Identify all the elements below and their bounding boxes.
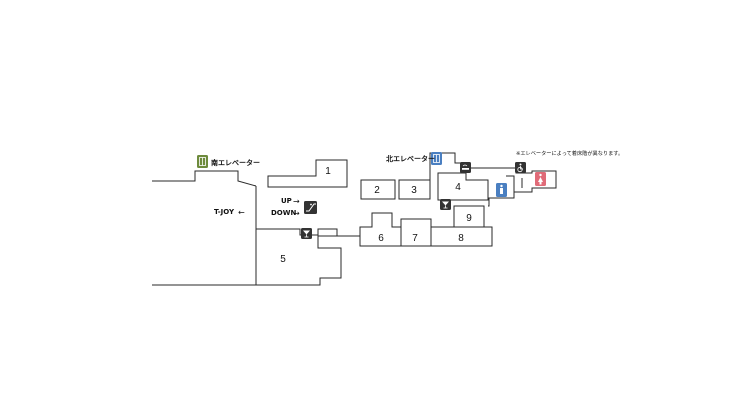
room-5-number: 5 xyxy=(280,254,286,265)
down-label: DOWN xyxy=(271,209,296,217)
elevator-icon[interactable] xyxy=(197,155,208,168)
room-2-number: 2 xyxy=(374,185,380,196)
wheelchair-icon[interactable] xyxy=(515,162,526,173)
room-7-number: 7 xyxy=(412,233,418,244)
room-3-number: 3 xyxy=(411,185,417,196)
room-5[interactable] xyxy=(255,228,342,286)
room-6[interactable] xyxy=(359,212,402,247)
room-4-number: 4 xyxy=(455,182,461,193)
room-8-number: 8 xyxy=(458,233,464,244)
tjoy-label: T-JOY xyxy=(214,208,235,216)
room-4[interactable] xyxy=(437,172,489,201)
cocktail-icon[interactable] xyxy=(301,228,312,239)
up-arrow: → xyxy=(293,197,300,206)
escalator-icon[interactable] xyxy=(304,201,317,214)
cocktail-icon[interactable] xyxy=(440,199,451,210)
male-restroom-icon[interactable] xyxy=(496,183,507,197)
south-elevator-label: 南エレベーター xyxy=(211,158,260,167)
up-label: UP xyxy=(281,197,292,205)
room-1-number: 1 xyxy=(325,166,331,177)
room-6-number: 6 xyxy=(378,233,384,244)
wall-restroom xyxy=(506,175,523,192)
room-1[interactable] xyxy=(267,159,348,188)
wall-north-lobby xyxy=(429,152,557,207)
room-2[interactable] xyxy=(360,179,396,200)
smoking-icon[interactable] xyxy=(460,162,471,173)
room-9-number: 9 xyxy=(466,213,472,224)
north-elevator-label: 北エレベーター xyxy=(386,154,435,163)
room-8[interactable] xyxy=(430,226,493,247)
down-arrow: → xyxy=(293,209,300,218)
elevator-note: ※エレベーターによって着床階が異なります。 xyxy=(516,149,623,157)
wall-upper-left xyxy=(152,170,257,187)
elevator-icon[interactable] xyxy=(431,152,442,165)
female-restroom-icon[interactable] xyxy=(535,172,546,186)
tjoy-arrow: ← xyxy=(238,208,245,217)
